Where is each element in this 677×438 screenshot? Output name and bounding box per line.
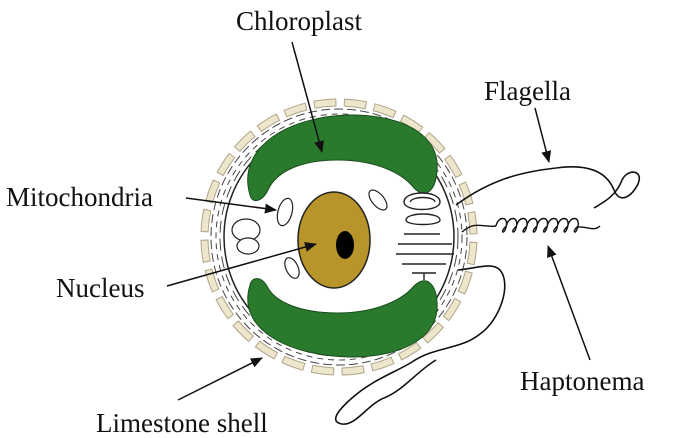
shell-plate — [342, 366, 364, 375]
label-flagella: Flagella — [484, 76, 571, 106]
shell-plate — [257, 114, 279, 131]
shell-plate — [201, 209, 211, 231]
label-nucleus: Nucleus — [56, 273, 144, 303]
flagella-pointer — [535, 108, 549, 162]
shell-plate — [201, 240, 210, 262]
shell-plate — [233, 321, 253, 341]
label-limestone-shell: Limestone shell — [96, 408, 268, 438]
shell-plate — [371, 357, 394, 371]
shell-plate — [467, 242, 477, 264]
shell-plate — [282, 356, 305, 370]
shell-plate — [373, 104, 396, 118]
shell-plate — [314, 99, 336, 108]
nucleus — [298, 192, 370, 288]
shell-plate — [206, 180, 220, 203]
shell-plate — [235, 131, 255, 151]
flagellum-upper — [456, 167, 639, 208]
shell-plate — [217, 153, 235, 175]
nucleolus — [336, 231, 354, 259]
haptonema-pointer — [548, 246, 590, 360]
limestone-shell-pointer — [178, 358, 262, 400]
shell-plate — [445, 155, 462, 177]
label-mitochondria: Mitochondria — [6, 182, 153, 212]
shell-plate — [443, 299, 461, 321]
haptonema — [462, 219, 600, 233]
shell-plate — [468, 212, 477, 234]
shell-plate — [344, 99, 366, 109]
shell-plate — [255, 341, 277, 359]
label-haptonema: Haptonema — [520, 366, 644, 396]
shell-plate — [311, 365, 333, 375]
label-chloroplast: Chloroplast — [236, 6, 362, 36]
shell-plate — [216, 297, 233, 319]
shell-plate — [284, 103, 307, 117]
shell-plate — [458, 271, 472, 294]
